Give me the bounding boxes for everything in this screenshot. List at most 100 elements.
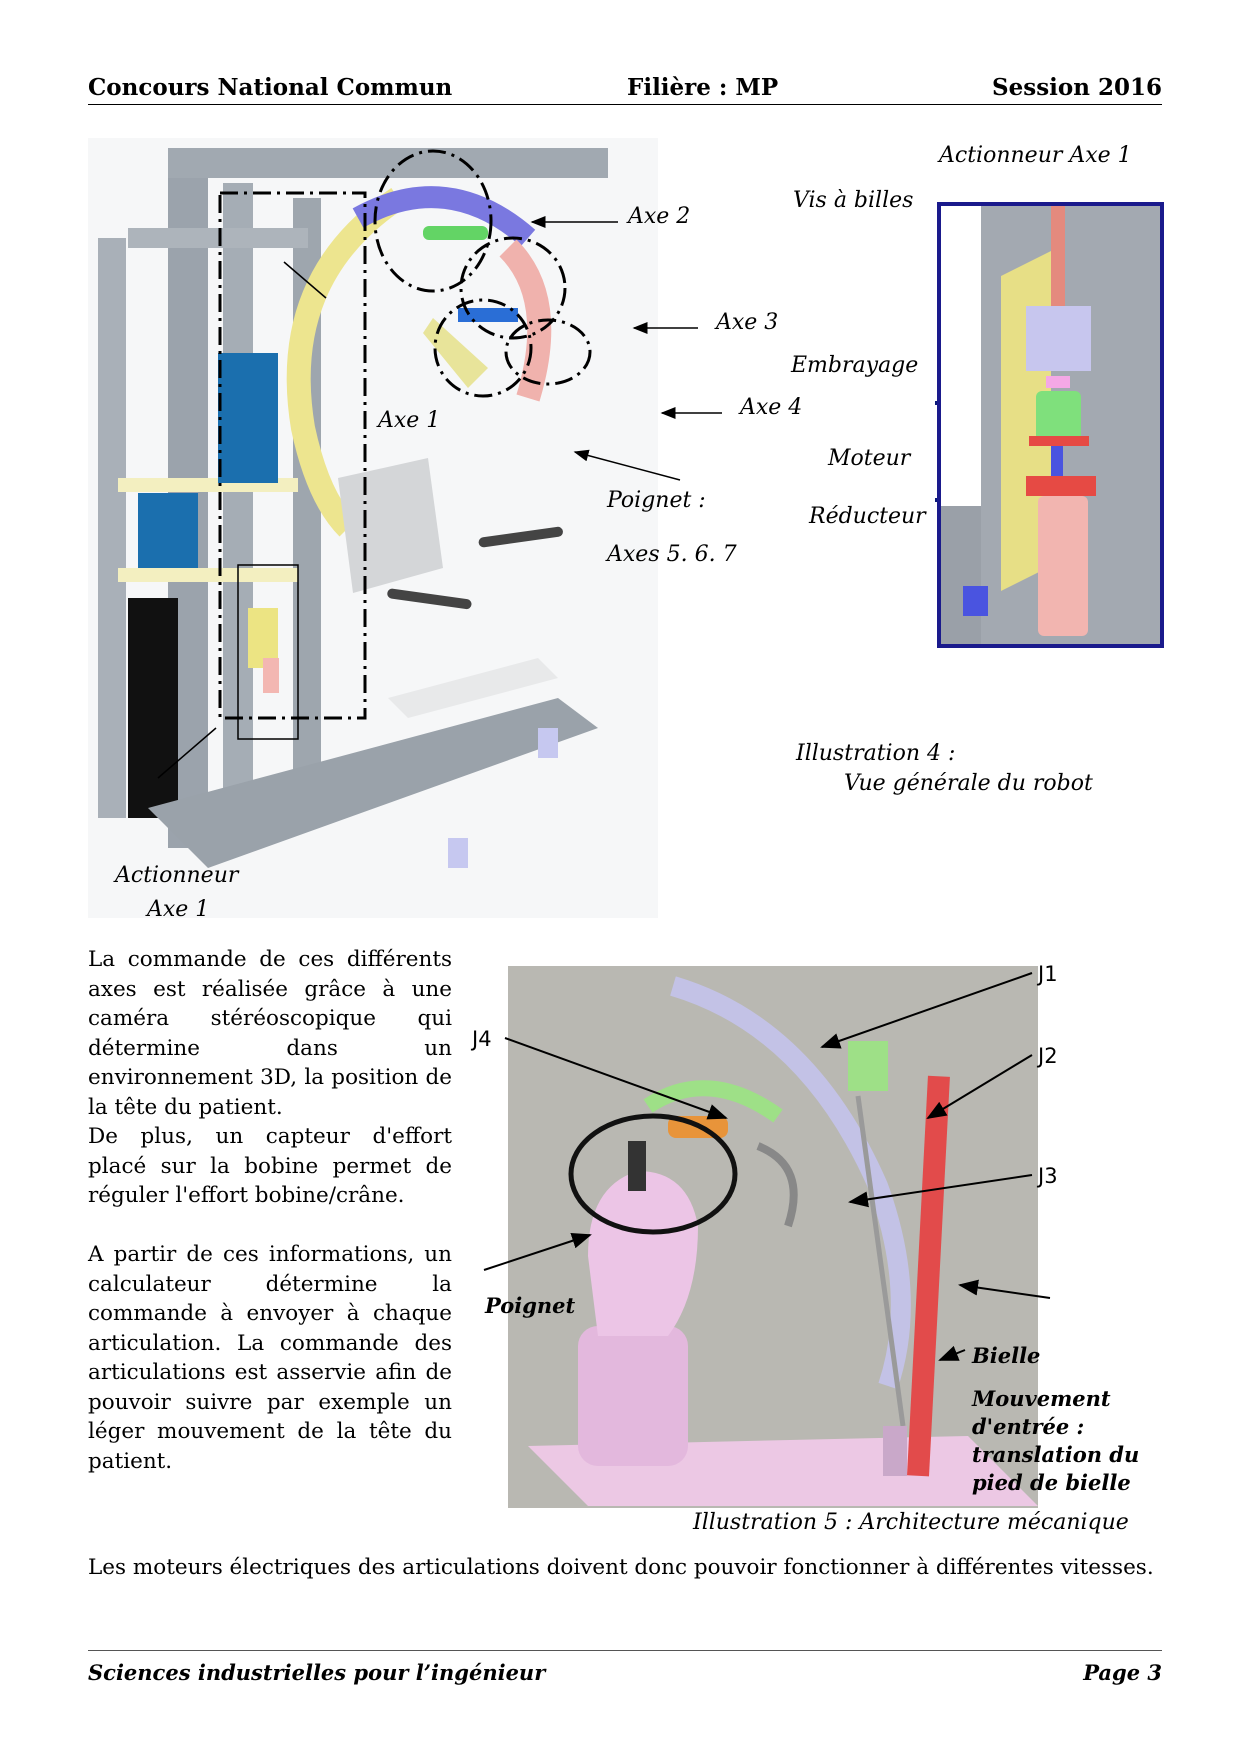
- blue-part: [458, 308, 518, 322]
- label-axe4: Axe 4: [740, 395, 803, 420]
- header-divider: [88, 104, 1162, 105]
- chair-seat: [388, 658, 558, 718]
- poignet-arrow-5: [483, 1233, 592, 1271]
- robot-frame-drawing: [98, 148, 608, 868]
- label-j2: J2: [1038, 1044, 1058, 1068]
- label-mouvement-2: d'entrée :: [972, 1414, 1085, 1439]
- inset-background: [941, 206, 981, 506]
- header-contest-name: Concours National Commun: [88, 74, 453, 101]
- label-mouvement-4: pied de bielle: [972, 1470, 1131, 1495]
- clutch: [1036, 391, 1081, 441]
- head-support-column: [578, 1326, 688, 1466]
- label-j1: J1: [1038, 962, 1058, 986]
- ball-screw: [1051, 206, 1065, 326]
- shelf: [118, 568, 298, 582]
- chair-armrest: [387, 588, 472, 610]
- axis3-dashed-outline: [459, 236, 567, 340]
- wrist-dashed-outline: [433, 298, 533, 398]
- label-reducteur: Réducteur: [809, 504, 926, 529]
- mouvement-arrow: [938, 1345, 966, 1361]
- label-mouvement-3: translation du: [972, 1442, 1140, 1467]
- bielle-rod: [855, 1095, 906, 1427]
- j3-arrow: [848, 1174, 1033, 1208]
- mechanical-architecture-drawing: [528, 976, 1038, 1506]
- arc-j1: [670, 976, 911, 1390]
- actuator-box: [237, 564, 299, 740]
- clutch-flange: [1029, 436, 1089, 446]
- label-vis-a-billes: Vis à billes: [793, 188, 914, 213]
- label-axes-5-6-7: Axes 5. 6. 7: [607, 542, 737, 567]
- actuator-motor: [263, 658, 279, 693]
- foot: [538, 728, 558, 758]
- patient-head: [588, 1171, 698, 1336]
- chair-armrest: [478, 526, 563, 548]
- robot-general-view-image: [88, 138, 658, 918]
- axis3-arc: [499, 239, 552, 402]
- label-mouvement-1: Mouvement: [972, 1386, 1111, 1411]
- arc-j3: [756, 1142, 798, 1228]
- actuator-leader: [157, 727, 217, 779]
- label-j3: J3: [1038, 1164, 1058, 1188]
- shaft: [1051, 446, 1063, 476]
- inset-title: Actionneur Axe 1: [939, 143, 1132, 168]
- actuator-inset-image: [937, 202, 1164, 648]
- frame-top-beam: [168, 148, 608, 178]
- footer-subject: Sciences industrielles pour l’ingénieur: [88, 1660, 546, 1685]
- label-moteur: Moteur: [828, 446, 911, 471]
- wrist-part: [423, 318, 488, 388]
- header-session: Session 2016: [992, 74, 1162, 101]
- label-bielle: Bielle: [972, 1343, 1041, 1368]
- blue-panel: [138, 493, 198, 568]
- illustration5-caption: Illustration 5 : Architecture mécanique: [693, 1510, 1129, 1535]
- coupling: [1046, 376, 1070, 388]
- frame-column: [98, 238, 126, 818]
- coil-handle: [628, 1141, 646, 1191]
- blue-panel: [218, 353, 278, 483]
- foot: [448, 838, 468, 868]
- label-axe1: Axe 1: [378, 408, 441, 433]
- actuator-inset-drawing: [941, 206, 1160, 644]
- bielle-foot: [883, 1426, 907, 1476]
- j2-part: [848, 1041, 888, 1091]
- arc-green: [643, 1080, 783, 1123]
- illustration4-caption-title: Illustration 4 :: [796, 741, 956, 766]
- j1-arrow: [820, 972, 1033, 1049]
- green-part: [423, 226, 488, 240]
- axis1-dashed-outline: [218, 191, 367, 720]
- label-j4: J4: [472, 1027, 492, 1051]
- paragraph-computer: A partir de ces informations, un calcula…: [88, 1242, 452, 1474]
- illustration5-arrows: [483, 972, 1051, 1361]
- motor-reducer: [1038, 496, 1088, 636]
- black-panel: [128, 598, 178, 818]
- j4-arrow: [504, 1037, 728, 1120]
- label-poignet: Poignet :: [607, 488, 706, 513]
- label-axe3: Axe 3: [716, 310, 779, 335]
- frame-base: [148, 698, 598, 868]
- red-post: [907, 1075, 950, 1477]
- footer-page-number: Page 3: [1083, 1660, 1162, 1685]
- label-poignet-5: Poignet: [485, 1293, 576, 1318]
- wrist-circle: [568, 1113, 738, 1235]
- label-axe2: Axe 2: [628, 204, 691, 229]
- footer-divider: [88, 1650, 1162, 1651]
- axis2-dashed-outline: [373, 149, 493, 293]
- poignet-arrow: [573, 449, 681, 481]
- paragraph-camera: La commande de ces différents axes est r…: [88, 947, 452, 1120]
- axis1-leader: [283, 261, 327, 299]
- frame-beam: [128, 228, 308, 248]
- label-embrayage: Embrayage: [791, 353, 919, 378]
- paragraph-motor-speeds: Les moteurs électriques des articulation…: [88, 1555, 1154, 1580]
- nut-block: [1026, 306, 1091, 371]
- paragraph-force-sensor: De plus, un capteur d'effort placé sur l…: [88, 1124, 452, 1208]
- blue-bracket: [963, 586, 988, 616]
- illustration4-caption-subtitle: Vue générale du robot: [844, 771, 1093, 796]
- body-text-column: La commande de ces différents axes est r…: [88, 945, 452, 1476]
- bielle-arrow: [958, 1279, 1051, 1299]
- mechanical-architecture-image: [508, 966, 1038, 1508]
- axis2-arc: [352, 186, 536, 247]
- label-actionneur: Actionneur: [115, 863, 239, 888]
- axis1-arc: [286, 188, 405, 537]
- header-track: Filière : MP: [627, 74, 779, 101]
- label-actionneur-axe1: Axe 1: [147, 897, 210, 922]
- motor-flange: [1026, 476, 1096, 496]
